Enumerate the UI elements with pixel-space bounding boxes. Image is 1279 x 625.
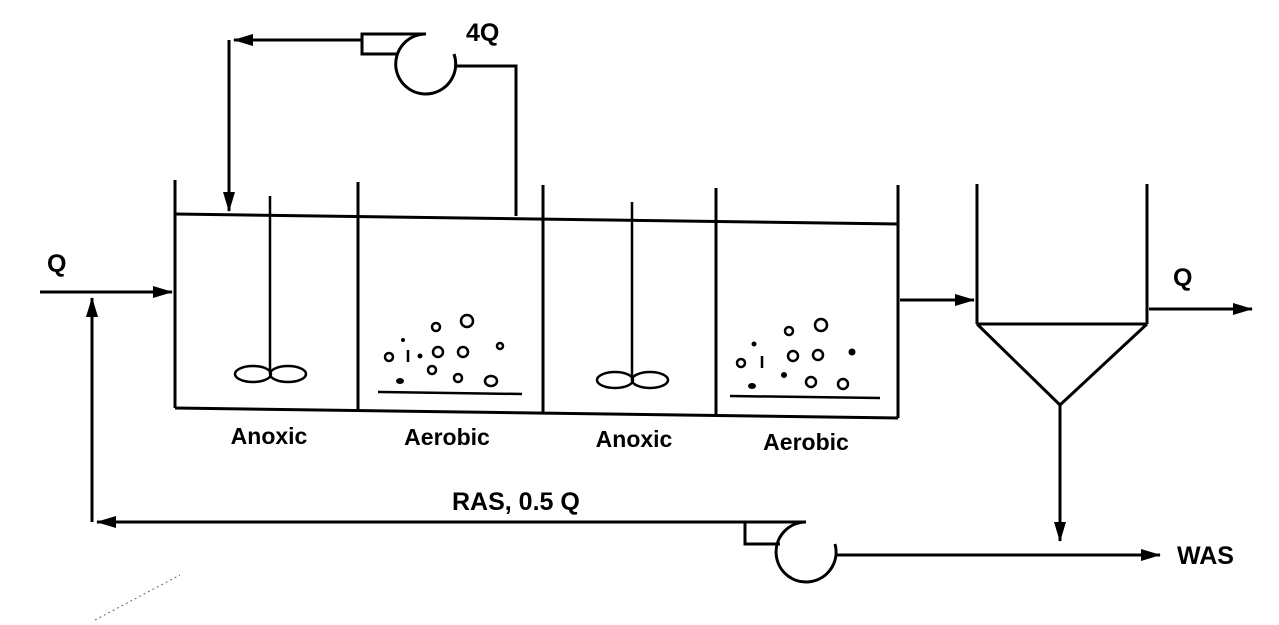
scan-artifact (94, 574, 181, 621)
zone-label-anoxic: Anoxic (231, 423, 308, 449)
mixer-icon (233, 196, 308, 384)
ras-pump-icon (743, 520, 838, 584)
recycle-pump-icon (360, 32, 458, 96)
recycle-flow-label: 4Q (466, 19, 499, 47)
mixer-icon (595, 202, 670, 390)
was-label: WAS (1177, 542, 1234, 570)
clarifier (975, 184, 1149, 407)
zone-label-aerobic: Aerobic (763, 429, 849, 455)
effluent-flow-label: Q (1173, 264, 1192, 292)
zone-label-aerobic: Aerobic (404, 424, 490, 450)
zone-label-anoxic: Anoxic (596, 426, 673, 452)
internal-recycle-line (223, 34, 518, 216)
ras-return-line (86, 297, 745, 528)
aeration-bubbles-icon (377, 313, 523, 396)
reactor-basin (173, 180, 900, 420)
aeration-bubbles-icon (729, 317, 881, 400)
influent-flow-label: Q (47, 250, 66, 278)
ras-flow-label: RAS, 0.5 Q (452, 488, 580, 516)
